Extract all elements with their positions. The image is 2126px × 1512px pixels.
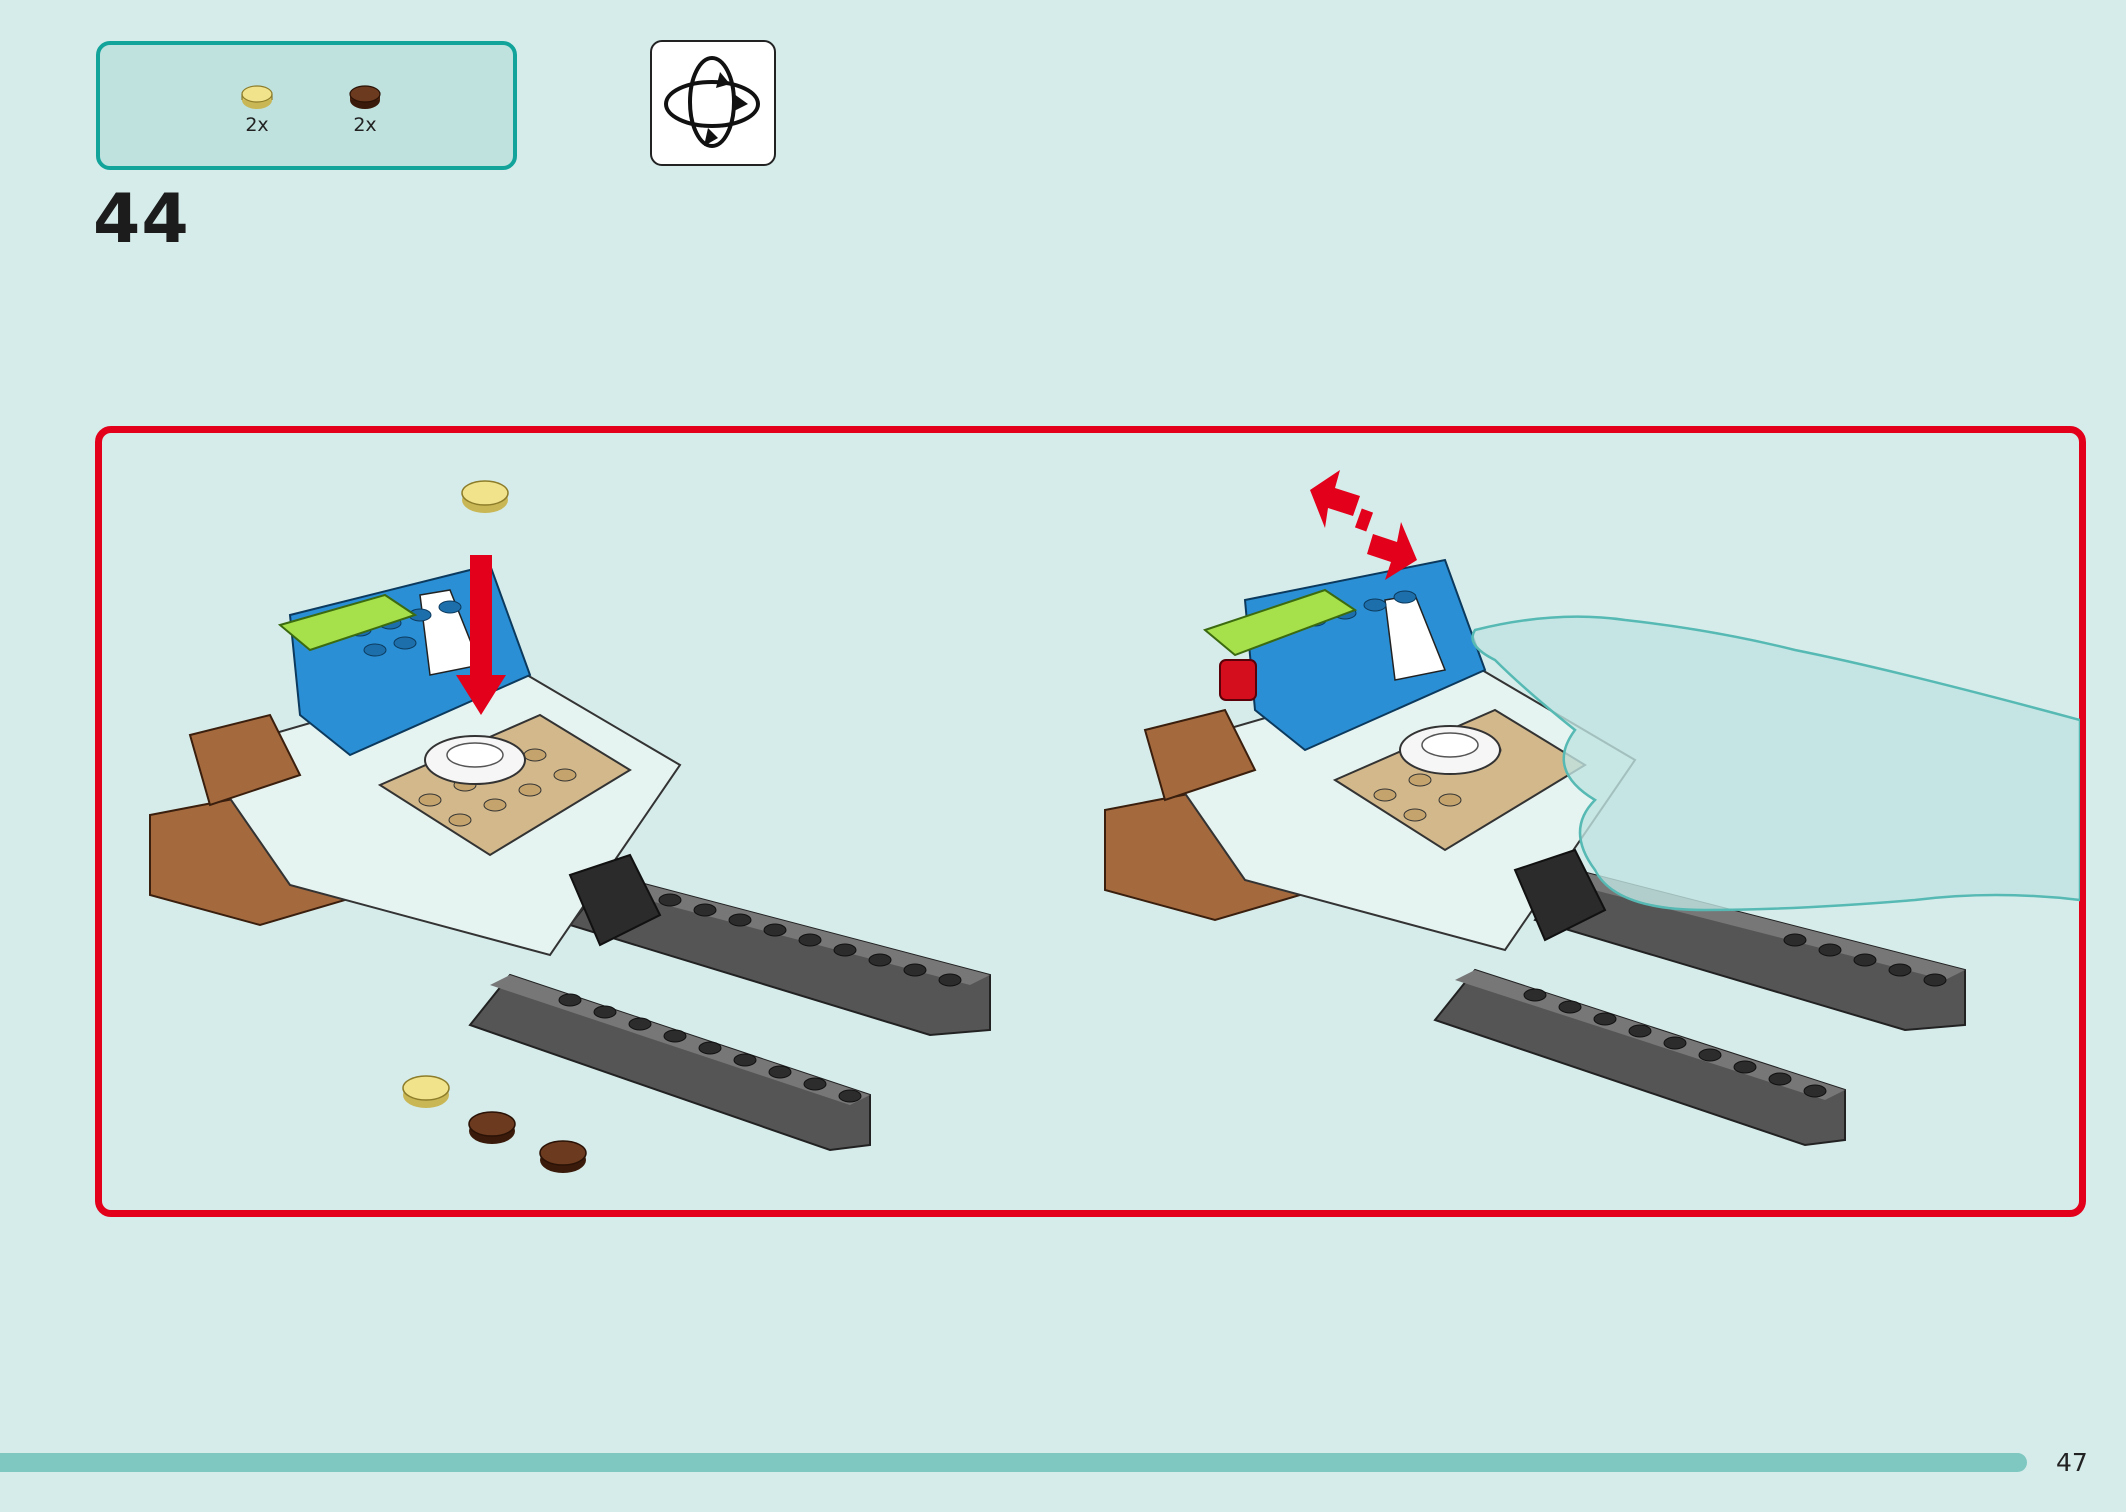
push-cart-panel bbox=[1104, 470, 2080, 1147]
brown-round-tile-icon bbox=[349, 85, 381, 109]
attach-tiles-panel bbox=[149, 480, 991, 1173]
page-progress-bar bbox=[0, 1453, 2027, 1472]
callout-frame bbox=[95, 426, 2086, 1217]
step-number: 44 bbox=[93, 180, 190, 259]
page-number: 47 bbox=[2056, 1448, 2088, 1477]
tan-round-tile-icon bbox=[241, 85, 273, 109]
parts-list-box: 2x 2x bbox=[96, 41, 517, 170]
rotate-model-icon bbox=[650, 40, 776, 166]
part-quantity: 2x bbox=[353, 114, 377, 136]
down-arrow-icon bbox=[456, 555, 506, 715]
parts-list-item-tan-tile: 2x bbox=[232, 83, 282, 136]
left-right-arrow-icon bbox=[1310, 470, 1417, 580]
parts-list-item-brown-tile: 2x bbox=[340, 83, 390, 136]
part-quantity: 2x bbox=[245, 114, 269, 136]
